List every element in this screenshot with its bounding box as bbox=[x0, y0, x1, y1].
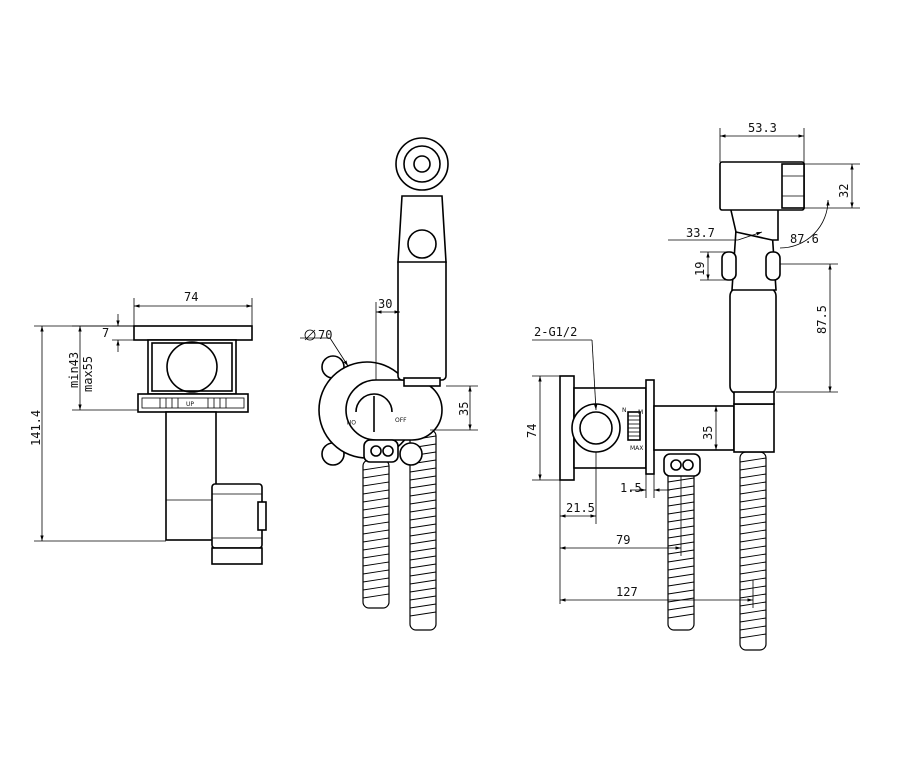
up-label: UP bbox=[186, 401, 194, 408]
hose-left bbox=[362, 459, 390, 609]
dim-max: max55 bbox=[81, 356, 95, 392]
dim-35-right: 35 bbox=[701, 426, 715, 440]
dim-19: 19 bbox=[693, 262, 707, 276]
label-n: N bbox=[622, 407, 627, 414]
dim-1-5: 1.5 bbox=[620, 481, 642, 495]
dim-74-right: 74 bbox=[525, 424, 539, 438]
right-view: N M MAX 53.3 32 33.7 bbox=[525, 121, 860, 651]
dim-21-5: 21.5 bbox=[566, 501, 595, 515]
label-m: M bbox=[638, 409, 643, 416]
dim-total-height: 141.4 bbox=[29, 410, 43, 446]
dim-127: 127 bbox=[616, 585, 638, 599]
dim-flange-7: 7 bbox=[102, 326, 109, 340]
dim-35-front: 35 bbox=[457, 402, 471, 416]
dim-width-74: 74 bbox=[184, 290, 198, 304]
dim-33-7: 33.7 bbox=[686, 226, 715, 240]
dim-thread: 2-G1/2 bbox=[534, 325, 577, 339]
dim-32: 32 bbox=[837, 184, 851, 198]
label-max: MAX bbox=[630, 445, 643, 452]
dim-79: 79 bbox=[616, 533, 630, 547]
dim-53-3: 53.3 bbox=[748, 121, 777, 135]
dim-87-5: 87.5 bbox=[815, 305, 829, 334]
dim-30: 30 bbox=[378, 297, 392, 311]
dim-min: min43 bbox=[67, 352, 81, 388]
dim-87-6: 87.6 bbox=[790, 232, 819, 246]
off-label: OFF bbox=[395, 417, 407, 424]
on-label: ON bbox=[347, 418, 356, 425]
front-view: ON OFF 70 30 35 bbox=[300, 137, 478, 631]
side-view: UP 74 7 min43 max55 141.4 bbox=[29, 290, 267, 565]
dim-diameter-70: 70 bbox=[318, 328, 332, 342]
